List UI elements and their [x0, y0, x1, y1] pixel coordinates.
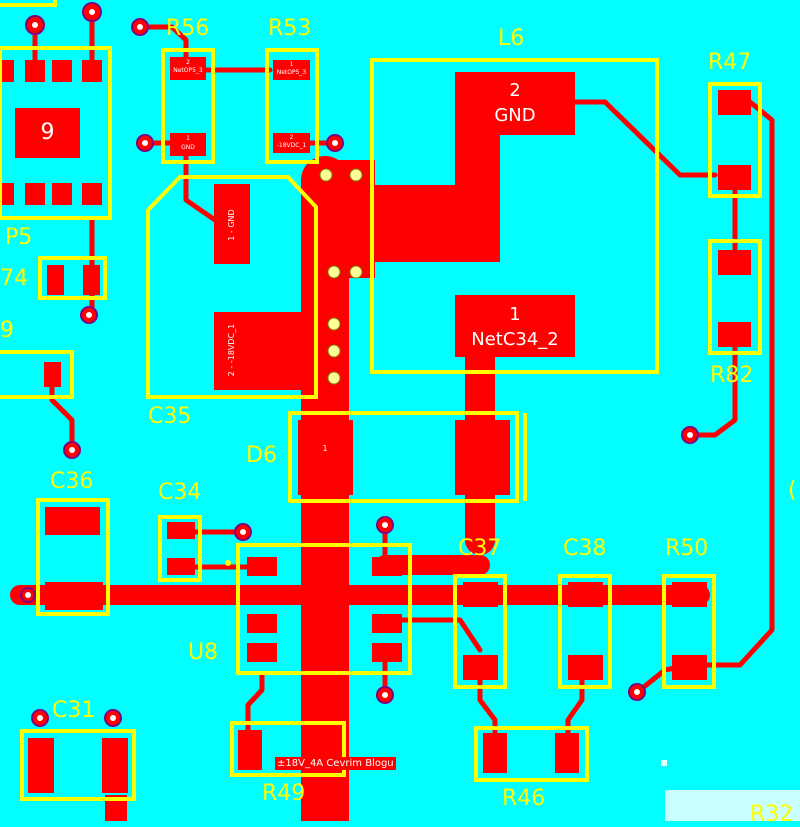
copper-pads: [0, 57, 751, 821]
designator-c34[interactable]: C34: [158, 480, 202, 505]
silkscreen-outlines: [0, 0, 762, 801]
designator-c31[interactable]: C31: [52, 698, 96, 723]
designator-r53[interactable]: R53: [268, 16, 312, 41]
r56-pad1-net: GND: [181, 144, 195, 151]
l6-pad1-net: NetC34_2: [471, 329, 559, 350]
designator-d6[interactable]: D6: [246, 443, 277, 468]
designator-c36[interactable]: C36: [50, 469, 94, 494]
board-silkscreen-text: ±18V_4A Cevrim Blogu: [275, 757, 396, 770]
designator-r56[interactable]: R56: [166, 16, 210, 41]
designator-r32[interactable]: R32: [750, 802, 794, 827]
designator-u8[interactable]: U8: [188, 640, 219, 665]
r56-pad2-number: 2: [186, 59, 190, 66]
designator-l6[interactable]: L6: [498, 26, 525, 51]
u9-body-label: 9: [40, 120, 55, 145]
board-corner-region: [665, 790, 800, 821]
designator-r82[interactable]: R82: [710, 363, 754, 388]
designator-paren: (: [788, 478, 797, 503]
r53-pad1-number: 1: [289, 61, 294, 68]
designator-r69[interactable]: 9: [0, 318, 14, 343]
board-marker: [661, 760, 667, 766]
designator-r74[interactable]: 74: [0, 266, 28, 291]
designator-r46[interactable]: R46: [502, 786, 546, 811]
l6-pad2-number: 2: [509, 80, 521, 101]
designator-r47[interactable]: R47: [708, 50, 752, 75]
designator-c35[interactable]: C35: [148, 404, 192, 429]
l6-pad1-number: 1: [509, 304, 521, 325]
r56-pad2-net: NetOP5_3: [173, 67, 203, 74]
vias: [20, 2, 699, 727]
r56-pad1-number: 1: [186, 135, 190, 142]
designator-p5[interactable]: P5: [5, 225, 33, 250]
designator-r50[interactable]: R50: [665, 536, 709, 561]
l6-pad2-net: GND: [494, 105, 536, 126]
designator-c37[interactable]: C37: [458, 536, 502, 561]
designator-c38[interactable]: C38: [563, 536, 607, 561]
r53-pad1-net: NetOP5_3: [276, 69, 307, 76]
d6-pad1-label: 1: [322, 444, 328, 453]
c35-pad1-label: 1 - GND: [227, 209, 236, 241]
copper-traces: [10, 9, 775, 821]
designator-r49[interactable]: R49: [262, 781, 306, 806]
r53-pad2-number: 2: [289, 134, 294, 141]
r53-pad2-net: -18VDC_1: [276, 142, 307, 149]
c35-pad2-label: 2 - -18VDC_1: [227, 323, 236, 377]
